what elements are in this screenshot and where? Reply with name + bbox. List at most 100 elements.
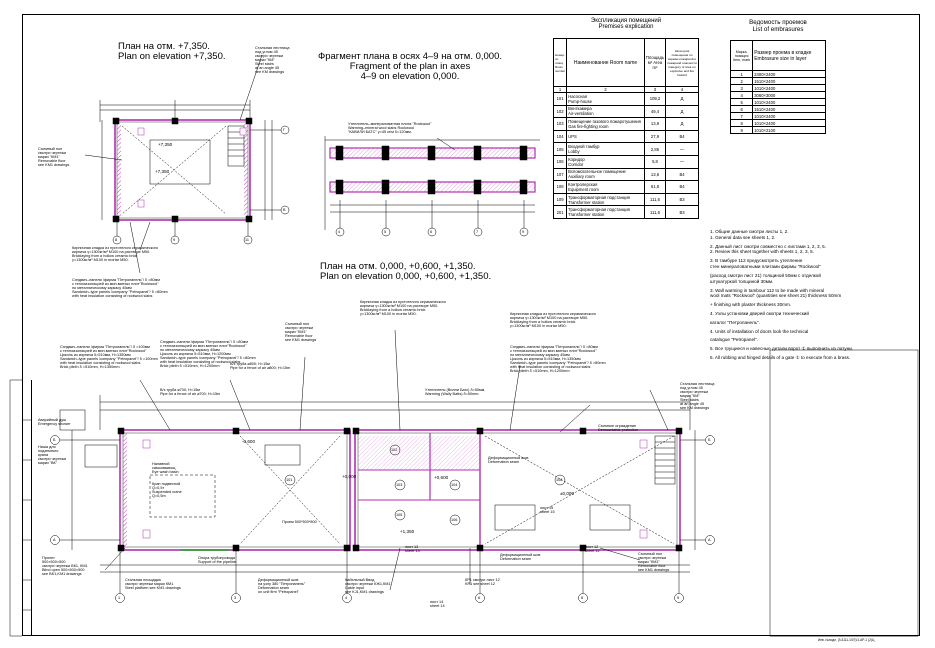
annot-deformation-seam-unit: Деформационный шов на узлу 380 "Петропан… — [258, 578, 305, 594]
annot-line: марки "КМ" — [680, 393, 700, 398]
annot-line: Pipe for a fence of air ⌀700; H=15m — [160, 391, 221, 396]
axis-label-9b: 9 — [522, 230, 525, 234]
sheet-ref-12: лист 12 sheet 12 — [585, 545, 600, 553]
embrasure-mark: 6 — [729, 105, 754, 113]
embrasure-size: 1510×2400 — [752, 105, 826, 113]
embrasures-header-row: Марка, позиция Item, mark Размер проема … — [729, 40, 826, 71]
annot-line: Цоколь из кирпича δ=510мм, Н=1200мм — [160, 351, 231, 356]
annot-steel-platform: Стальная площадка смотри чертежи марки К… — [125, 578, 181, 590]
annot-line: лист 15 — [540, 506, 554, 510]
annot-line: под углом 45 — [680, 385, 703, 390]
note-line: wool mats "Rockwool" (quantities see she… — [710, 293, 842, 299]
room-name-en: Gas fire-fighting room — [568, 123, 609, 129]
title-strip-left — [22, 380, 32, 635]
room-name-en: Lobby — [568, 149, 580, 155]
annot-line: Eye wash basin — [152, 469, 179, 474]
room-name-ru: Контролерская — [568, 181, 598, 187]
explication-cell-cat: Д — [665, 117, 699, 131]
explication-cell-cat: В3 — [665, 205, 699, 219]
embrasure-mark: 8 — [729, 119, 754, 127]
annot-demountable-protection: Съемное ограждение Demountable protectio… — [598, 424, 638, 432]
annot-line: марки "КМ1" — [285, 329, 307, 334]
annot-steel-stairs-top: Стальная лестница под углом 45 смотри че… — [255, 46, 290, 74]
annot-eye-wash: Наливной самоомывощ Eye wash basin — [152, 462, 179, 474]
embrasure-size: 1010×2400 — [752, 98, 826, 106]
annot-deformation-seam: Деформационный шов Deformation seam — [488, 456, 528, 464]
annot-line: кирпича γ=1300кг/м³ М100 на растворе М50… — [510, 315, 589, 320]
annot-line: на узлу 380 "Петропанель" — [258, 581, 306, 586]
annot-line: Demountable protection — [598, 427, 639, 432]
explication-header-name: Наименование Room name — [566, 38, 645, 87]
explication-cell-area: 13,9 — [643, 117, 667, 131]
annot-line: KP1 see sheet 12 — [465, 581, 495, 586]
room-name-en: Auxiliary room — [568, 174, 595, 180]
note-line: + finishing with plaster thickness 30mm. — [710, 302, 792, 308]
elev-mark-0000: +0,000 — [342, 474, 357, 479]
annot-removable-floor-b: Съемный пол смотри чертежи марки "КМ1" R… — [638, 552, 669, 572]
annot-line: with heat insulation consisting of rockw… — [60, 360, 141, 365]
embrasure-mark: 3 — [729, 84, 754, 92]
explication-cell-num: 108 — [552, 180, 568, 194]
explication-cell-num: 103 — [552, 117, 568, 131]
annot-blind-opening: Пролет 500×500×500 смотри чертежи ВК1, К… — [42, 556, 88, 576]
embrasure-size: 1010×2100 — [752, 126, 826, 134]
annot-line: Опора трубопровода — [198, 556, 236, 560]
title-main-plan-en: Plan on elevation 0,000, +0,600, +1,350. — [320, 270, 492, 282]
room-number-101: 101 — [286, 478, 293, 482]
annot-line: at an angle 45 — [255, 65, 280, 70]
room-name-ru: Помещение газового пожаротушения — [568, 118, 641, 124]
annot-line: Sandwich–type panels /company "Petropane… — [510, 360, 606, 365]
explication-cell-area: 111,6 — [643, 205, 667, 219]
room-name-ru: Коридор — [568, 156, 585, 162]
annot-cable-input: Кабельный Ввод смотри чертежи КЖ1,КМ1. C… — [345, 578, 392, 594]
annot-line: Наливной — [152, 462, 170, 466]
annot-warming-b: Утеплитель (Вилли Батс) δ=50мм. Warming … — [425, 388, 485, 396]
embrasures-title-en: List of embrasures — [752, 25, 804, 33]
note-line: каталог "Петропанель". — [710, 319, 760, 325]
note-line: 2. Данный лист смотри совместно с листам… — [710, 243, 826, 249]
annot-line: по металлическому каркасу 45мм — [160, 347, 220, 352]
explication-cell-name: UPS — [566, 129, 645, 144]
explication-cell-num: 105 — [552, 142, 568, 156]
annot-line: Steel platform see KM1 drawings — [125, 585, 181, 590]
explication-cell-area: 109,2 — [643, 92, 667, 106]
annot-steel-stairs-main: Стальная лестница под углом 45 смотри че… — [680, 382, 715, 410]
annot-line: лист 13 — [405, 545, 419, 549]
annot-line: see KM1 drawings — [285, 337, 317, 342]
explication-cell-area: 61,8 — [643, 180, 667, 194]
embrasure-size: 1510×2400 — [752, 77, 826, 85]
annot-line: Кран подвесной — [152, 482, 181, 486]
title-fragment-ru: Фрагмент плана в осях 4–9 на отм. 0,000. — [318, 51, 503, 62]
annot-line: В/з труба ⌀800; Н=15м — [230, 362, 270, 366]
explication-cell-cat: Д — [665, 92, 699, 106]
sheet-frame — [22, 14, 920, 636]
explication-header-category: Категория помещения по взрыво-пожарной и… — [665, 38, 699, 87]
side-strip-cells — [9, 379, 32, 637]
sheet-ref-14: лист 14 sheet 14 — [430, 600, 445, 608]
axis-label-11: 11 — [245, 238, 249, 242]
annot-line: Steel stairs — [255, 61, 274, 66]
sheet-ref-13: лист 13 sheet 13 — [405, 545, 420, 553]
annot-line: Warming (Wally Batts) δ=50mm. — [425, 391, 480, 396]
annot-line: 500×500×500 — [42, 559, 66, 564]
annot-pipe-700: В/з труба ⌀700; Н=15м Pipe for a fence o… — [160, 388, 220, 396]
axis-label-5: 5 — [384, 230, 387, 234]
annot-line: с теплоизоляцией из мин.ватных плит"Rock… — [510, 348, 597, 353]
embrasure-mark: 7 — [729, 112, 754, 120]
room-number-105: 105 — [396, 513, 403, 517]
annot-removable-floor-top: Съемный пол смотри чертежи марки "КМ1" R… — [38, 147, 69, 167]
annot-line: Bricklaying from a hollow ceramic brick — [360, 307, 426, 312]
elev-mark-7350: +7,350 — [158, 142, 173, 147]
